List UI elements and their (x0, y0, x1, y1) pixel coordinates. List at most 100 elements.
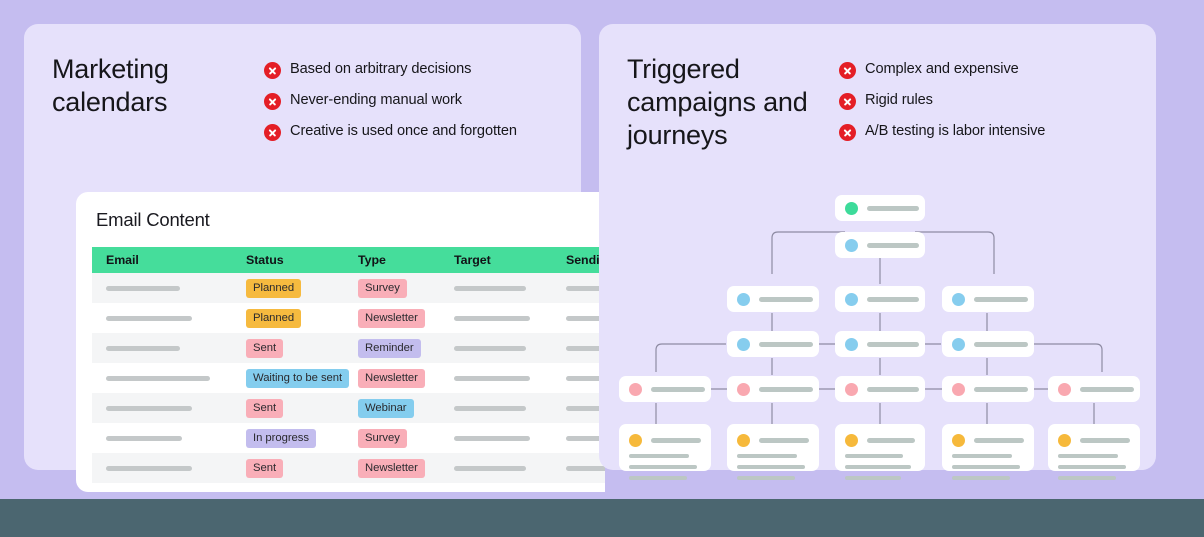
cell-type: Webinar (344, 393, 440, 423)
placeholder-line (1058, 476, 1116, 480)
placeholder-bar (454, 285, 526, 291)
placeholder-bar (566, 345, 605, 351)
flow-node[interactable] (835, 331, 925, 357)
placeholder-bar (106, 285, 180, 291)
flow-leaf-card[interactable] (942, 424, 1034, 480)
table-row[interactable]: Planned Survey (92, 273, 605, 303)
cell-type: Newsletter (344, 453, 440, 483)
column-header-status[interactable]: Status (232, 247, 344, 273)
cell-status: Sent (232, 333, 344, 363)
x-circle-icon (264, 124, 281, 141)
placeholder-bar (566, 285, 605, 291)
cell-sending (552, 333, 605, 363)
x-circle-icon (839, 93, 856, 110)
placeholder-line (1058, 454, 1118, 458)
right-panel-title: Triggered campaigns and journeys (627, 54, 808, 150)
cell-sending (552, 273, 605, 303)
column-header-target[interactable]: Target (440, 247, 552, 273)
bullet-label: Complex and expensive (865, 61, 1019, 77)
table-row[interactable]: Waiting to be sent Newsletter (92, 363, 605, 393)
journey-flow-diagram (599, 24, 1156, 480)
flow-node[interactable] (727, 286, 819, 312)
placeholder-bar (454, 435, 530, 441)
leaf-header (1058, 434, 1130, 447)
flow-node[interactable] (835, 286, 925, 312)
x-circle-icon (839, 62, 856, 79)
flow-leaf-card[interactable] (835, 424, 925, 480)
cell-type: Survey (344, 273, 440, 303)
column-header-type[interactable]: Type (344, 247, 440, 273)
bullet-label: Creative is used once and forgotten (290, 123, 517, 139)
status-dot-pink (845, 382, 858, 396)
placeholder-line (629, 476, 687, 480)
status-dot-blue (845, 292, 858, 306)
placeholder-bar (867, 341, 919, 347)
status-badge: Planned (246, 309, 302, 328)
table-row[interactable]: In progress Survey (92, 423, 605, 453)
leaf-header (845, 434, 915, 447)
flow-node[interactable] (835, 376, 925, 402)
placeholder-line (1058, 465, 1126, 469)
cell-email (92, 423, 232, 453)
flow-leaf-card[interactable] (619, 424, 711, 480)
flow-node[interactable] (835, 232, 925, 258)
placeholder-bar (106, 465, 192, 471)
type-badge: Reminder (358, 339, 421, 358)
cell-sending (552, 303, 605, 333)
cell-email (92, 333, 232, 363)
placeholder-bar (566, 465, 605, 471)
placeholder-line (845, 476, 901, 480)
cell-status: Sent (232, 453, 344, 483)
placeholder-bar (454, 465, 526, 471)
placeholder-bar (867, 205, 919, 211)
left-panel-header: Marketing calendars Based on arbitrary d… (52, 53, 557, 173)
flow-node[interactable] (942, 286, 1034, 312)
column-header-sending[interactable]: Sending (552, 247, 605, 273)
type-badge: Newsletter (358, 309, 425, 328)
placeholder-bar (974, 296, 1028, 302)
placeholder-bar (867, 386, 919, 392)
placeholder-bar (566, 405, 605, 411)
flow-node[interactable] (727, 331, 819, 357)
table-row[interactable]: Sent Newsletter (92, 453, 605, 483)
list-item: Never-ending manual work (264, 92, 557, 110)
flow-node[interactable] (727, 376, 819, 402)
leaf-header (737, 434, 809, 447)
card-title: Email Content (96, 209, 210, 230)
bullet-label: Rigid rules (865, 92, 933, 108)
cell-email (92, 273, 232, 303)
table-row[interactable]: Sent Webinar (92, 393, 605, 423)
flow-leaf-card[interactable] (727, 424, 819, 480)
placeholder-bar (566, 375, 605, 381)
table-row[interactable]: Sent Reminder (92, 333, 605, 363)
placeholder-line (952, 476, 1010, 480)
status-dot-pink (737, 382, 750, 396)
flow-node[interactable] (1048, 376, 1140, 402)
placeholder-bar (1080, 438, 1130, 443)
table-row[interactable]: Planned Newsletter (92, 303, 605, 333)
placeholder-line (952, 465, 1020, 469)
placeholder-bar (974, 341, 1028, 347)
flow-leaf-card[interactable] (1048, 424, 1140, 480)
cell-target (440, 333, 552, 363)
cell-target (440, 453, 552, 483)
placeholder-line (737, 465, 805, 469)
list-item: Rigid rules (839, 92, 1132, 110)
cell-type: Newsletter (344, 303, 440, 333)
right-panel-header: Triggered campaigns and journeys Complex… (627, 53, 1132, 173)
flow-node[interactable] (619, 376, 711, 402)
cell-target (440, 393, 552, 423)
status-badge: Waiting to be sent (246, 369, 350, 388)
flow-node[interactable] (942, 376, 1034, 402)
flow-node-root[interactable] (835, 195, 925, 221)
placeholder-line (629, 454, 689, 458)
cell-status: Planned (232, 303, 344, 333)
panel-marketing-calendars: Marketing calendars Based on arbitrary d… (24, 24, 605, 492)
placeholder-bar (974, 438, 1024, 443)
status-dot-pink (629, 382, 642, 396)
column-header-email[interactable]: Email (92, 247, 232, 273)
flow-node[interactable] (942, 331, 1034, 357)
placeholder-bar (867, 242, 919, 248)
cell-status: In progress (232, 423, 344, 453)
cell-email (92, 393, 232, 423)
